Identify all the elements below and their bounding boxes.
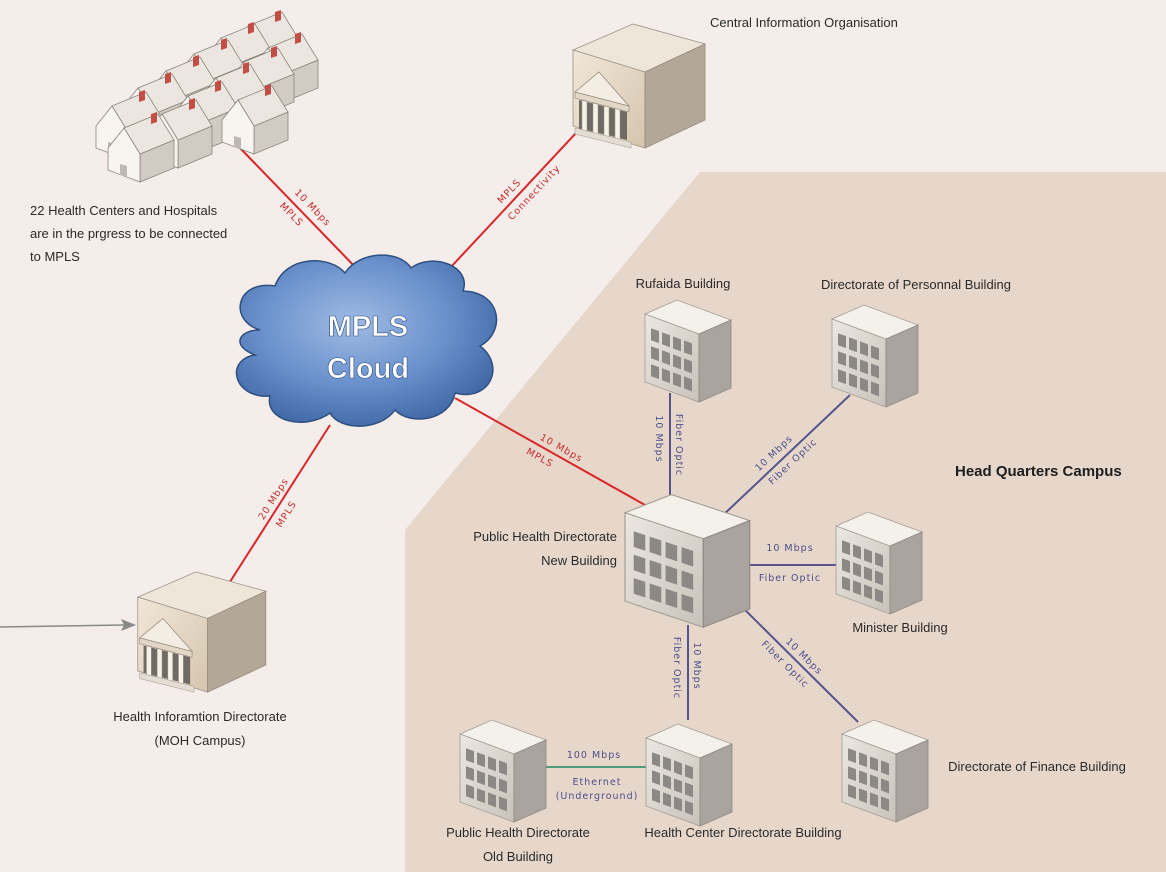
central-org-label: Central Information Organisation — [710, 15, 898, 30]
hid-label-line-1: Health Inforamtion Directorate — [113, 709, 286, 724]
cloud-icon — [235, 254, 498, 427]
link-medium-label: Fiber Optic — [759, 573, 821, 584]
link-phd-new-personnal — [719, 394, 851, 519]
phd-old-label-line-1: Public Health Directorate — [446, 825, 590, 840]
phd-new-label-line-2: New Building — [541, 553, 617, 568]
office-building-icon — [624, 493, 751, 628]
minister-label: Minister Building — [852, 620, 947, 635]
link-medium-label: Ethernet — [573, 777, 622, 788]
finance-label: Directorate of Finance Building — [948, 759, 1126, 774]
phd-new-label-line-1: Public Health Directorate — [473, 529, 617, 544]
office-building-icon — [459, 719, 547, 823]
link-health-centers-cloud — [239, 147, 361, 273]
link-cloud-phd-new — [454, 397, 646, 506]
cloud-title-line-1: MPLS — [328, 311, 409, 343]
link-medium-label: MPLS — [277, 201, 305, 230]
personnal-label: Directorate of Personnal Building — [821, 277, 1011, 292]
cloud-title-line-2: Cloud — [327, 353, 409, 385]
office-building-icon — [841, 719, 929, 823]
government-building-icon — [572, 23, 706, 149]
link-medium-label: Fiber Optic — [673, 414, 684, 476]
phd-old-label-line-2: Old Building — [483, 849, 553, 864]
link-speed-label: 10 Mbps — [766, 543, 813, 554]
link-speed-label: 10 Mbps — [653, 415, 664, 462]
hid-label-line-2: (MOH Campus) — [154, 733, 245, 748]
government-building-icon — [137, 571, 267, 693]
office-building-icon — [645, 723, 733, 827]
office-building-icon — [644, 299, 732, 403]
mpls-cloud: MPLS Cloud — [235, 254, 498, 427]
health-centers-cluster — [95, 9, 319, 183]
campus-title: Head Quarters Campus — [955, 463, 1122, 480]
link-note-label: (Underground) — [556, 791, 639, 802]
link-speed-label: 100 Mbps — [567, 750, 621, 761]
health-centers-label-line-3: to MPLS — [30, 249, 80, 264]
office-building-icon — [835, 511, 923, 615]
link-medium-label: Fiber Optic — [671, 637, 682, 699]
link-speed-label: 10 Mbps — [691, 642, 702, 689]
link-medium-label: MPLS — [274, 499, 299, 530]
health-centers-label-line-1: 22 Health Centers and Hospitals — [30, 203, 218, 218]
hcd-label: Health Center Directorate Building — [644, 825, 841, 840]
link-cloud-hid — [227, 424, 331, 586]
health-centers-label-line-2: are in the prgress to be connected — [30, 226, 227, 241]
link-central-cloud — [449, 117, 591, 269]
head-quarters-campus-area — [405, 172, 1166, 872]
rufaida-label: Rufaida Building — [636, 276, 731, 291]
link-phd-new-finance — [734, 599, 859, 723]
inbound-arrow — [0, 619, 136, 631]
office-building-icon — [831, 304, 919, 408]
